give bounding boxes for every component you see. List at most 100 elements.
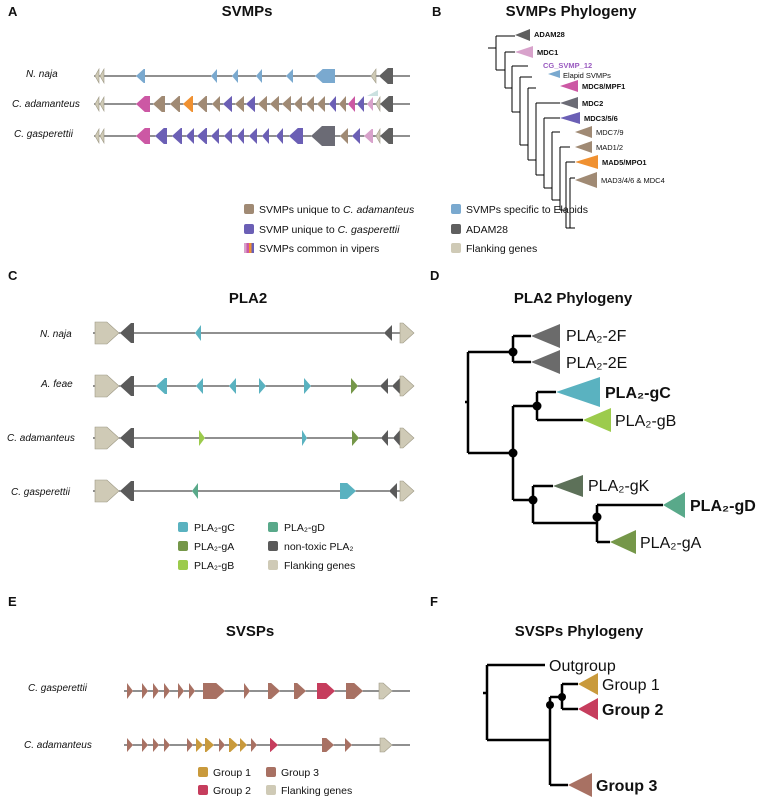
gene-svmp: [348, 96, 355, 112]
gene-svmp: [223, 96, 232, 112]
gene-svmp-elapid: [256, 69, 262, 83]
pla2-species-cad: C. adamanteus: [7, 433, 75, 444]
gene-svsp: [378, 682, 393, 700]
gene: [94, 95, 100, 113]
legend-swatch-grp1: [198, 767, 208, 777]
pla2-tree-gd: PLA₂-gD: [690, 498, 756, 515]
legend-pla-gd: PLA₂-gD: [284, 522, 325, 534]
gene-svmp: [197, 128, 207, 144]
gene-flank: [94, 321, 120, 345]
gene-svsp: [203, 683, 225, 699]
gene-svmp-elapid: [315, 69, 335, 83]
gene-svmp: [289, 128, 303, 144]
gene-flank: [94, 426, 120, 450]
svmp-tree-mad12: MAD1/2: [596, 143, 623, 152]
gene-pla: [199, 430, 205, 446]
svmp-clade-elapid: [548, 70, 560, 78]
svmp-tree-mdc1: MDC1: [537, 48, 558, 57]
legend-svmp-cgas: SVMP unique to C. gasperettii: [259, 224, 400, 236]
svmp-species-cgas: C. gasperettii: [14, 129, 74, 140]
svsp-tree-clades: [568, 673, 598, 797]
pla2-clade-2f: [531, 324, 560, 348]
legend-swatch-svmp-cgas: [244, 224, 254, 234]
gene-svsp: [142, 738, 148, 752]
svsp-tree-grp2: Group 2: [602, 702, 663, 719]
legend-swatch-flank-a: [451, 243, 461, 253]
gene-svsp: [244, 683, 250, 699]
pla2-clade-gk: [553, 475, 583, 497]
gene-pla: [229, 378, 236, 394]
panel-f-title: SVSPs Phylogeny: [515, 623, 644, 640]
svmp-clade-mdc2: [560, 97, 578, 109]
gene-pla-nontox: [120, 428, 134, 448]
gene-flank: [399, 322, 415, 344]
svmp-legend: SVMPs unique to C. adamanteus SVMP uniqu…: [244, 204, 588, 255]
panel-d-title: PLA2 Phylogeny: [514, 290, 633, 307]
gene-svsp: [379, 737, 393, 753]
gene-svmp: [186, 128, 194, 144]
gene-pla: [196, 378, 203, 394]
panel-b: B SVMPs Phylogeny ADAM28 MDC1 CG_SVMP_12…: [432, 3, 665, 229]
gene-pla-nontox: [120, 376, 134, 396]
legend-grp1: Group 1: [213, 767, 251, 779]
gene-svsp: [205, 738, 214, 752]
gene-svmp: [197, 96, 207, 112]
panel-f-letter: F: [430, 594, 438, 609]
svsp-clade-grp3: [568, 773, 592, 797]
gene-flank: [399, 375, 415, 397]
gene-pla: [380, 378, 388, 394]
legend-grp3: Group 3: [281, 767, 319, 779]
gene-svmp: [237, 128, 244, 144]
svmp-tree-mdc356: MDC3/5/6: [584, 114, 618, 123]
gene-svmp: [155, 128, 167, 144]
gene-svmp: [224, 128, 232, 144]
pla2-clade-gc: [556, 377, 600, 407]
svsp-tree-grp3: Group 3: [596, 778, 657, 795]
pla2-tree: [465, 334, 663, 544]
svmp-species-cad: C. adamanteus: [12, 99, 80, 110]
svmp-clade-mdc1: [515, 46, 533, 58]
pla2-tree-gc: PLA₂-gC: [605, 385, 671, 402]
gene-svsp: [317, 683, 335, 699]
legend-swatch-adam28: [451, 224, 461, 234]
legend-swatch-nontox: [268, 541, 278, 551]
svmp-clade-mad5: [575, 155, 598, 169]
svmp-fragment: [367, 90, 378, 96]
legend-flank-c: Flanking genes: [284, 560, 355, 572]
svsp-tree-nodes: [546, 693, 566, 709]
panel-f: F SVSPs Phylogeny Outgroup Group 1 Group…: [430, 594, 663, 797]
svmp-tree-mad5: MAD5/MPO1: [602, 158, 647, 167]
pla2-gene-tracks: [93, 321, 415, 503]
svmp-tree: [488, 35, 575, 229]
panel-e: E SVSPs C. adamanteus C. gasperettii Gro…: [8, 594, 410, 797]
panel-e-letter: E: [8, 594, 17, 609]
gene-pla: [351, 378, 358, 394]
legend-swatch-flank-e: [266, 785, 276, 795]
panel-c: C PLA2 N. naja A. feae C. adamanteus C. …: [7, 268, 415, 572]
svmp-clade-mdc8: [560, 80, 578, 92]
gene-svmp: [270, 96, 279, 112]
panel-a-letter: A: [8, 4, 18, 19]
gene: [94, 67, 100, 85]
legend-pla-gb: PLA₂-gB: [194, 560, 234, 572]
gene-svmp: [235, 96, 244, 112]
gene-svmp: [262, 128, 269, 144]
pla2-tree-nodes: [508, 347, 602, 522]
legend-pla-gc: PLA₂-gC: [194, 522, 235, 534]
legend-flank-e: Flanking genes: [281, 785, 352, 797]
gene-svmp: [211, 128, 219, 144]
gene-pla: [340, 483, 356, 499]
gene-svmp: [340, 128, 348, 144]
gene-svsp: [219, 738, 225, 752]
svmp-clade-mad12: [575, 141, 592, 153]
pla2-clade-gb: [583, 408, 611, 432]
gene-svmp: [311, 126, 335, 146]
legend-svmp-vipers: SVMPs common in vipers: [259, 243, 379, 255]
gene-svsp: [294, 683, 306, 699]
pla2-clade-ga: [610, 530, 636, 554]
panel-d: D PLA2 Phylogeny PLA₂-2F PLA₂-2E PLA₂-gC…: [430, 268, 756, 554]
gene-svmp: [258, 96, 267, 112]
panel-d-letter: D: [430, 268, 439, 283]
gene: [370, 68, 377, 84]
legend-swatch-gb: [178, 560, 188, 570]
